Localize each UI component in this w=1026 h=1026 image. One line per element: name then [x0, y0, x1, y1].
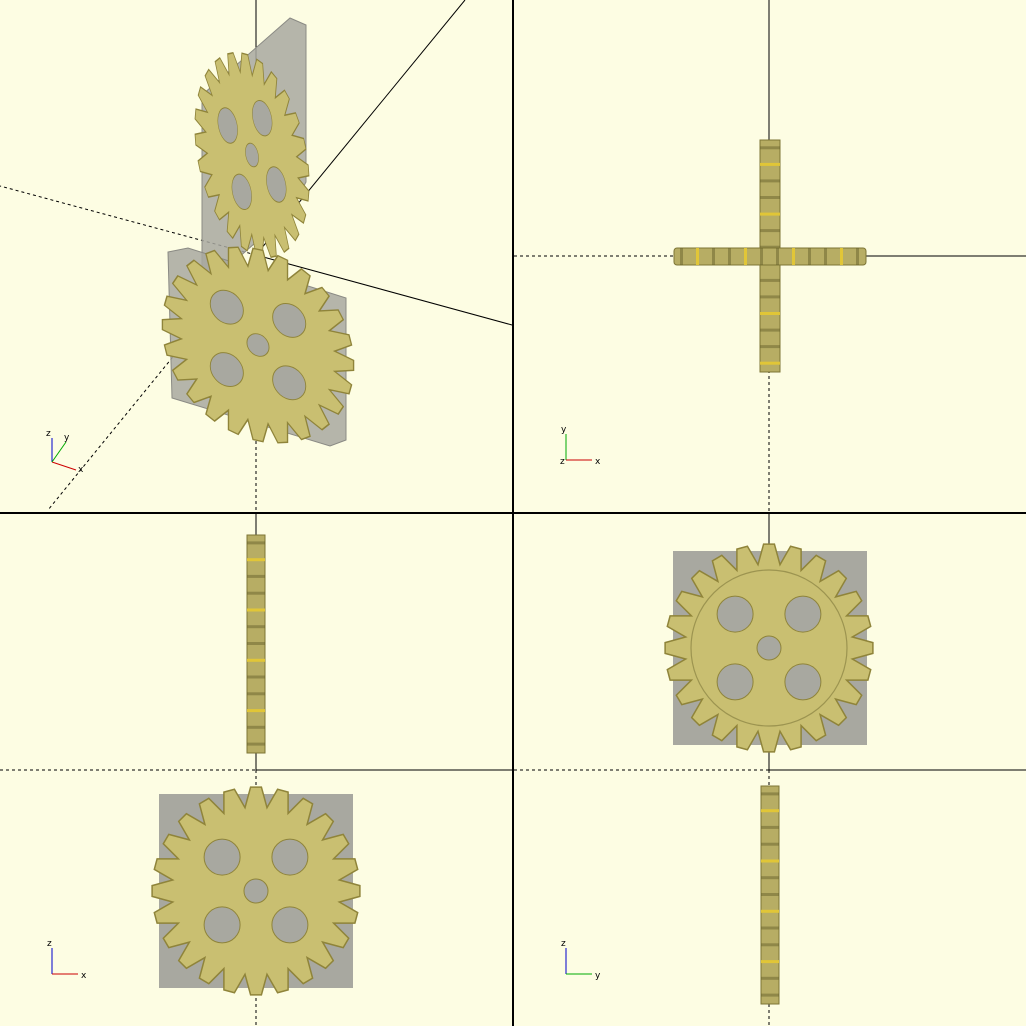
front-gear-spoke-hole [203, 906, 241, 944]
tooth-edge-stripe [792, 248, 795, 265]
tooth-edge-stripe [247, 625, 265, 629]
axis-label-z: z [561, 939, 566, 949]
tooth-edge-stripe [247, 574, 265, 578]
tooth-edge-stripe [247, 725, 265, 729]
viewport-front[interactable]: z x [0, 514, 512, 1026]
upper-gear-spoke-hole [266, 166, 287, 203]
axis-indicator-perspective: z x y [46, 429, 84, 475]
tooth-edge-stripe [761, 926, 779, 930]
axis-indicator-front: z x [47, 939, 87, 981]
axis-label-z: z [560, 457, 565, 467]
tooth-edge-stripe [247, 591, 265, 595]
tooth-edge-stripe [761, 825, 779, 829]
tooth-edge-stripe [760, 179, 780, 183]
upper-gear-spoke-hole [217, 107, 238, 144]
tooth-edge-stripe [247, 558, 265, 562]
front-gear-spoke-hole [271, 906, 309, 944]
tooth-edge-stripe [824, 248, 827, 265]
tooth-edge-stripe [760, 361, 780, 365]
tooth-edge-stripe [760, 345, 780, 349]
tooth-edge-stripe [247, 642, 265, 645]
tooth-edge-stripe [760, 229, 780, 233]
right-gear-spoke-hole [716, 595, 754, 633]
axis-label-y: y [595, 971, 601, 981]
tooth-edge-stripe [760, 146, 780, 150]
tooth-edge-stripe [761, 859, 779, 863]
right-gear-spoke-hole [716, 663, 754, 701]
tooth-edge-stripe [761, 792, 779, 796]
front-gear-spoke-hole [271, 838, 309, 876]
axis-label-x: x [81, 971, 87, 981]
tooth-edge-stripe [247, 742, 265, 746]
upper-gear-spoke-hole [252, 99, 273, 137]
axis-label-x: x [78, 465, 84, 475]
lower-gear-spoke-hole [209, 352, 244, 387]
tooth-edge-stripe [776, 248, 779, 265]
tooth-edge-stripe [761, 960, 779, 964]
tooth-edge-stripe [761, 993, 779, 997]
tooth-edge-stripe [247, 608, 265, 612]
tooth-edge-stripe [760, 295, 780, 299]
tooth-edge-stripe [247, 541, 265, 545]
front-gear-center-hole [243, 878, 269, 904]
lower-gear-spoke-hole [272, 365, 307, 401]
viewport-perspective[interactable]: z x y [0, 0, 513, 511]
tooth-edge-stripe [247, 675, 265, 679]
tooth-edge-stripe [760, 248, 763, 265]
axis-indicator-top: y z x [560, 425, 601, 467]
tooth-edge-stripe [761, 809, 779, 813]
tooth-edge-stripe [761, 893, 779, 896]
right-gear-spoke-hole [784, 595, 822, 633]
tooth-edge-stripe [760, 312, 780, 315]
upper-gear [194, 51, 310, 259]
lower-gear-center-hole [246, 333, 270, 357]
tooth-edge-stripe [744, 248, 747, 265]
tooth-edge-stripe [856, 248, 859, 265]
upper-gear-center-hole [245, 142, 259, 168]
tooth-edge-stripe [680, 248, 683, 265]
tooth-edge-stripe [761, 909, 779, 913]
gear-edge-horizontal [673, 247, 867, 266]
tooth-edge-stripe [712, 248, 715, 265]
axis-label-z: z [47, 939, 52, 949]
right-gear-center-hole [756, 635, 782, 661]
tooth-edge-stripe [728, 248, 731, 265]
tooth-edge-stripe [808, 248, 811, 265]
tooth-edge-stripe [760, 212, 780, 216]
axis-label-x: x [595, 457, 601, 467]
tooth-edge-stripe [760, 328, 780, 332]
axis-label-y: y [64, 433, 70, 443]
tooth-edge-stripe [840, 248, 843, 265]
lower-gear-spoke-hole [209, 289, 244, 325]
lower-gear [161, 246, 355, 444]
x-axis-line [255, 254, 513, 326]
upper-gear-edge [246, 534, 266, 754]
upper-gear-spoke-hole [231, 173, 252, 211]
lower-gear-edge [760, 785, 780, 1005]
axis-label-z: z [46, 429, 51, 439]
tooth-edge-stripe [247, 709, 265, 713]
tooth-edge-stripe [760, 162, 780, 166]
tooth-edge-stripe [696, 248, 699, 265]
axis-indicator-right: z y [561, 939, 601, 981]
tooth-edge-stripe [761, 943, 779, 947]
front-gear-spoke-hole [203, 838, 241, 876]
tooth-edge-stripe [761, 976, 779, 980]
tooth-edge-stripe [247, 658, 265, 662]
axis-label-y: y [561, 425, 567, 435]
tooth-edge-stripe [247, 692, 265, 696]
tooth-edge-stripe [761, 876, 779, 880]
lower-gear-spoke-hole [272, 303, 307, 338]
right-gear-spoke-hole [784, 663, 822, 701]
gear-right [664, 543, 874, 753]
tooth-edge-stripe [760, 196, 780, 199]
tooth-edge-stripe [760, 245, 780, 249]
gear-front [151, 786, 361, 996]
viewport-top[interactable]: y z x [514, 0, 1026, 512]
viewport-right[interactable]: z y [514, 514, 1026, 1026]
tooth-edge-stripe [760, 278, 780, 282]
tooth-edge-stripe [761, 842, 779, 846]
